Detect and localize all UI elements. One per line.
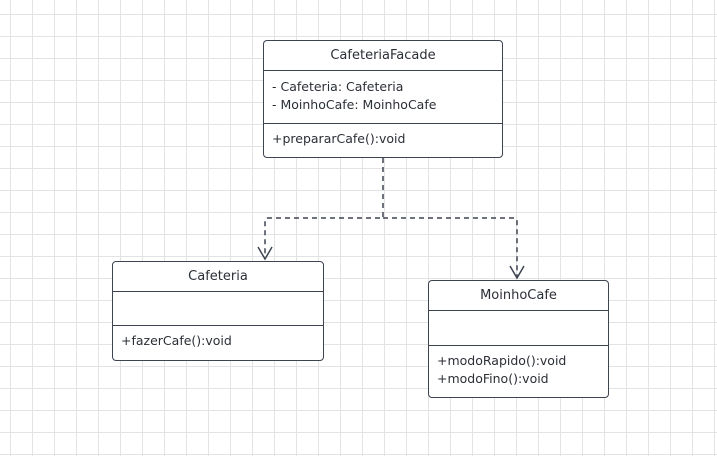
attributes-compartment [113, 292, 323, 326]
dependency-line-moinho [383, 217, 518, 277]
operation-modo-rapido: +modoRapido():void [437, 353, 567, 368]
dependency-facade-to-cafeteria[interactable] [257, 158, 384, 261]
attributes-compartment [429, 311, 608, 346]
class-name: Cafeteria [113, 262, 323, 292]
attribute-moinho-cafe: - MoinhoCafe: MoinhoCafe [272, 97, 437, 112]
operations-compartment: +modoRapido():void +modoFino():void [429, 346, 608, 388]
operations-compartment: +fazerCafe():void [113, 326, 323, 350]
class-box-cafeteria-facade[interactable]: CafeteriaFacade - Cafeteria: Cafeteria -… [263, 40, 503, 158]
dependency-line-cafeteria [264, 158, 384, 258]
operation-preparar-cafe: +prepararCafe():void [272, 131, 406, 146]
class-name: MoinhoCafe [429, 281, 608, 311]
arrowhead-cafeteria [257, 246, 273, 261]
class-box-moinho-cafe[interactable]: MoinhoCafe +modoRapido():void +modoFino(… [428, 280, 609, 398]
operation-fazer-cafe: +fazerCafe():void [121, 333, 232, 348]
operation-modo-fino: +modoFino():void [437, 371, 549, 386]
attribute-cafeteria: - Cafeteria: Cafeteria [272, 79, 404, 94]
attributes-compartment: - Cafeteria: Cafeteria - MoinhoCafe: Moi… [264, 71, 502, 124]
operations-compartment: +prepararCafe():void [264, 124, 502, 148]
class-name: CafeteriaFacade [264, 41, 502, 71]
dependency-facade-to-moinho[interactable] [383, 217, 525, 280]
arrowhead-moinho [509, 265, 525, 280]
class-box-cafeteria[interactable]: Cafeteria +fazerCafe():void [112, 261, 324, 361]
